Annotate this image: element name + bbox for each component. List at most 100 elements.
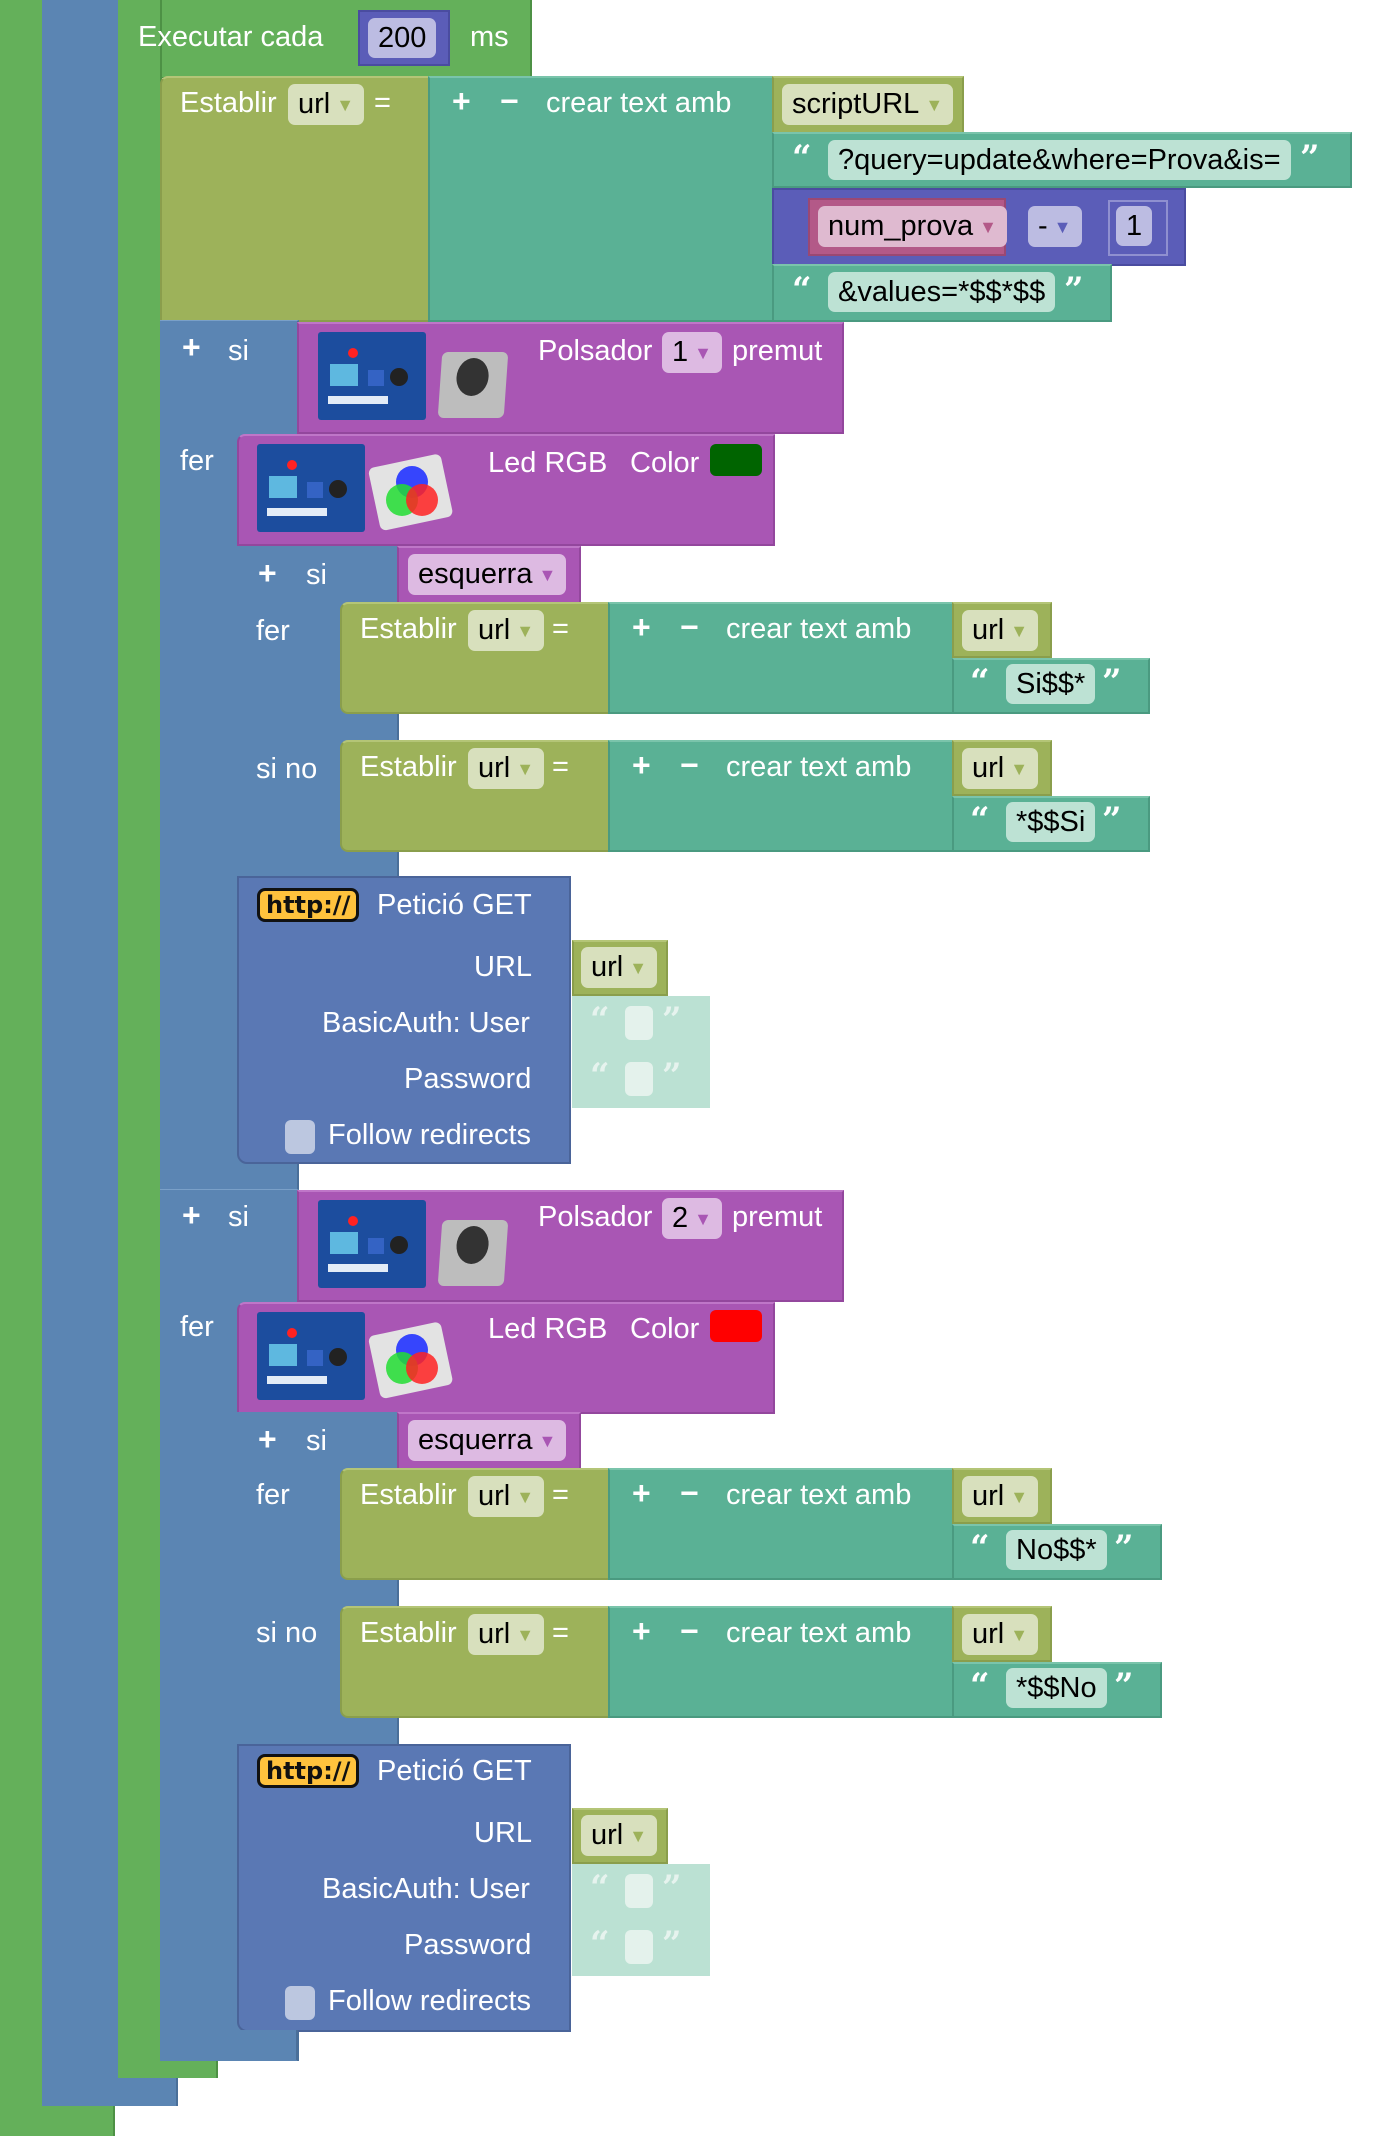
led-color-swatch[interactable] <box>710 444 762 476</box>
plus-icon[interactable]: + <box>452 83 471 119</box>
join-text-block[interactable] <box>608 1606 954 1718</box>
open-quote-icon: “ <box>970 662 990 702</box>
dropdown-arrow-icon: ▼ <box>629 1826 648 1846</box>
open-quote-icon: “ <box>970 1666 990 1706</box>
loop-label: Executar cada <box>138 21 324 53</box>
dropdown-arrow-icon: ▼ <box>1010 621 1029 641</box>
join-label: crear text amb <box>726 751 912 783</box>
button-number-dropdown[interactable]: 1▼ <box>662 332 722 373</box>
follow-redirects-checkbox[interactable] <box>285 1986 315 2020</box>
get-url-var: url <box>591 1819 624 1851</box>
button-number: 1 <box>672 336 689 368</box>
variable-name: url <box>478 1480 511 1512</box>
url-var-dropdown[interactable]: url▼ <box>962 1614 1039 1655</box>
set-label: Establir <box>360 1617 457 1649</box>
get-url-var: url <box>591 951 624 983</box>
variable-name: url <box>478 1618 511 1650</box>
get-password-label: Password <box>404 1063 532 1095</box>
open-quote-icon: “ <box>970 1528 990 1568</box>
scripturl-dropdown[interactable]: scriptURL▼ <box>782 84 954 125</box>
plus-icon[interactable]: + <box>632 1475 651 1511</box>
text-input[interactable]: *$$Si <box>1006 802 1096 842</box>
join-text-block[interactable] <box>428 76 774 322</box>
if-block-2-foot <box>160 2030 298 2060</box>
dropdown-arrow-icon: ▼ <box>516 1625 535 1645</box>
url-var-dropdown[interactable]: url▼ <box>962 1476 1039 1517</box>
close-quote-icon: ” <box>1102 800 1122 840</box>
values-text-input[interactable]: &values=*$$*$$ <box>828 272 1056 312</box>
dropdown-arrow-icon: ▼ <box>516 621 535 641</box>
close-quote-icon: ” <box>1114 1666 1134 1706</box>
get-url-dropdown[interactable]: url▼ <box>581 1815 658 1856</box>
url-var-dropdown[interactable]: url▼ <box>962 748 1039 789</box>
direction-dropdown[interactable]: esquerra▼ <box>408 1420 567 1461</box>
variable-name: url <box>478 614 511 646</box>
follow-redirects-label: Follow redirects <box>328 1119 532 1151</box>
direction-dropdown[interactable]: esquerra▼ <box>408 554 567 595</box>
scripturl-var: scriptURL <box>792 88 920 120</box>
url-var: url <box>972 1480 1005 1512</box>
variable-dropdown[interactable]: url▼ <box>468 748 545 789</box>
led-color-swatch[interactable] <box>710 1310 762 1342</box>
open-quote-icon: “ <box>792 138 812 178</box>
password-input[interactable] <box>625 1930 653 1964</box>
text-input[interactable]: *$$No <box>1006 1668 1107 1708</box>
button-label: Polsador <box>538 335 653 367</box>
close-quote-icon: ” <box>662 1056 682 1096</box>
inner-if-1-plus-icon[interactable]: + <box>258 555 277 591</box>
math-number-input[interactable]: 1 <box>1116 206 1153 246</box>
minus-icon[interactable]: − <box>680 747 699 783</box>
http-get-block-2[interactable] <box>237 1744 571 2032</box>
open-quote-icon: “ <box>590 1924 610 1964</box>
direction-value: esquerra <box>418 1424 533 1456</box>
http-get-block-1[interactable] <box>237 876 571 1164</box>
math-operator-dropdown[interactable]: -▼ <box>1028 206 1082 247</box>
follow-redirects-checkbox[interactable] <box>285 1120 315 1154</box>
interval-input[interactable]: 200 <box>368 18 437 58</box>
plus-icon[interactable]: + <box>632 1613 651 1649</box>
dropdown-arrow-icon: ▼ <box>336 95 355 115</box>
if-2-plus-icon[interactable]: + <box>182 1197 201 1233</box>
dropdown-arrow-icon: ▼ <box>516 1487 535 1507</box>
plus-icon[interactable]: + <box>632 747 651 783</box>
if-2-do-label: fer <box>180 1311 214 1343</box>
text-input[interactable]: Si$$* <box>1006 664 1096 704</box>
password-input[interactable] <box>625 1062 653 1096</box>
get-url-label: URL <box>474 951 533 983</box>
num-prova-dropdown[interactable]: num_prova▼ <box>818 206 1007 247</box>
math-operator: - <box>1038 210 1048 242</box>
minus-icon[interactable]: − <box>680 1475 699 1511</box>
join-text-block[interactable] <box>608 602 954 714</box>
board-icon <box>318 332 426 420</box>
inner-if-2-plus-icon[interactable]: + <box>258 1421 277 1457</box>
dropdown-arrow-icon: ▼ <box>1053 217 1072 237</box>
button-number-dropdown[interactable]: 2▼ <box>662 1198 722 1239</box>
led-color-label: Color <box>630 1313 700 1345</box>
led-label: Led RGB <box>488 447 608 479</box>
variable-dropdown[interactable]: url▼ <box>288 84 365 125</box>
text-input[interactable]: No$$* <box>1006 1530 1107 1570</box>
minus-icon[interactable]: − <box>680 1613 699 1649</box>
join-label: crear text amb <box>726 1479 912 1511</box>
inner-if-2-label: si <box>306 1425 327 1457</box>
board-icon <box>318 1200 426 1288</box>
equals-label: = <box>374 87 391 119</box>
user-input[interactable] <box>625 1006 653 1040</box>
variable-dropdown[interactable]: url▼ <box>468 1476 545 1517</box>
if-1-plus-icon[interactable]: + <box>182 329 201 365</box>
open-quote-icon: “ <box>792 270 812 310</box>
query-text-input[interactable]: ?query=update&where=Prova&is= <box>828 140 1291 180</box>
button-suffix: premut <box>732 335 823 367</box>
variable-dropdown[interactable]: url▼ <box>468 610 545 651</box>
url-var: url <box>972 752 1005 784</box>
user-input[interactable] <box>625 1874 653 1908</box>
url-var-dropdown[interactable]: url▼ <box>962 610 1039 651</box>
join-label: crear text amb <box>726 613 912 645</box>
minus-icon[interactable]: − <box>680 609 699 645</box>
minus-icon[interactable]: − <box>500 83 519 119</box>
join-text-block[interactable] <box>608 740 954 852</box>
follow-redirects-label: Follow redirects <box>328 1985 532 2017</box>
get-url-dropdown[interactable]: url▼ <box>581 947 658 988</box>
variable-dropdown[interactable]: url▼ <box>468 1614 545 1655</box>
plus-icon[interactable]: + <box>632 609 651 645</box>
